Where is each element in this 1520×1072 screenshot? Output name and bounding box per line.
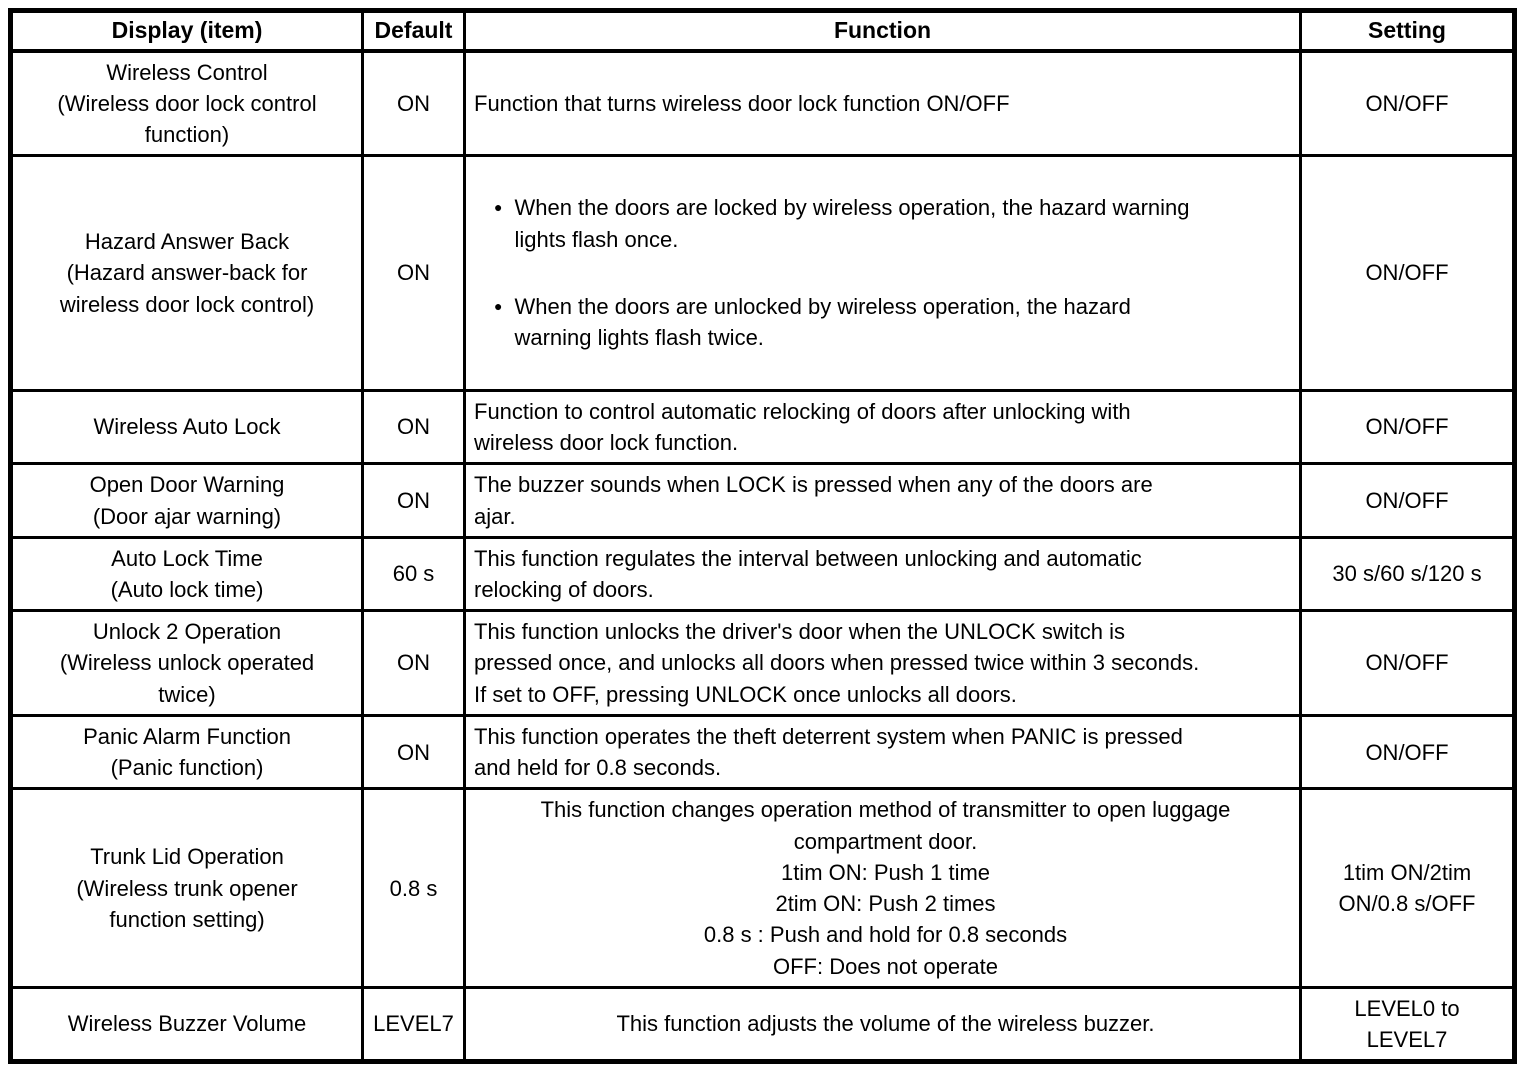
function-description-cell: This function operates the theft deterre… <box>463 713 1302 791</box>
default-value-cell: ON <box>361 48 466 158</box>
table-row-unlock-2-operation: Unlock 2 Operation (Wireless unlock oper… <box>9 609 1516 717</box>
bullet-text: When the doors are unlocked by wireless … <box>514 294 1131 351</box>
table-row-wireless-control: Wireless Control (Wireless door lock con… <box>9 48 1516 158</box>
default-value-cell: ON <box>361 609 466 717</box>
function-description-cell: This function unlocks the driver's door … <box>463 609 1302 717</box>
display-item-cell: Auto Lock Time (Auto lock time) <box>9 535 364 613</box>
display-item-cell: Panic Alarm Function (Panic function) <box>9 713 364 791</box>
setting-options-cell: ON/OFF <box>1299 388 1516 466</box>
function-description-cell: This function regulates the interval bet… <box>463 535 1302 613</box>
setting-options-cell: ON/OFF <box>1299 609 1516 717</box>
column-header-display-item: Display (item) <box>9 9 364 53</box>
table-row-wireless-buzzer-volume: Wireless Buzzer Volume LEVEL7 This funct… <box>9 985 1516 1064</box>
table-row-auto-lock-time: Auto Lock Time (Auto lock time) 60 s Thi… <box>9 535 1516 613</box>
function-description-cell: Function to control automatic relocking … <box>463 388 1302 466</box>
setting-options-cell: ON/OFF <box>1299 48 1516 158</box>
display-item-cell: Wireless Buzzer Volume <box>9 985 364 1064</box>
default-value-cell: 0.8 s <box>361 787 466 989</box>
wireless-settings-table: Display (item) Default Function Setting … <box>8 8 1517 1065</box>
default-value-cell: ON <box>361 388 466 466</box>
display-item-cell: Trunk Lid Operation (Wireless trunk open… <box>9 787 364 989</box>
display-item-cell: Open Door Warning (Door ajar warning) <box>9 462 364 539</box>
default-value-cell: ON <box>361 154 466 392</box>
function-description-cell: Function that turns wireless door lock f… <box>463 48 1302 158</box>
setting-options-cell: ON/OFF <box>1299 154 1516 392</box>
column-header-default: Default <box>361 9 466 53</box>
setting-options-cell: ON/OFF <box>1299 462 1516 539</box>
display-item-cell: Hazard Answer Back (Hazard answer-back f… <box>9 154 364 392</box>
list-item: ● When the doors are unlocked by wireles… <box>474 291 1297 353</box>
bullet-icon: ● <box>494 199 503 216</box>
function-description-cell: This function changes operation method o… <box>463 787 1302 989</box>
bullet-icon: ● <box>494 298 503 315</box>
table-row-panic-alarm-function: Panic Alarm Function (Panic function) ON… <box>9 713 1516 791</box>
display-item-cell: Wireless Control (Wireless door lock con… <box>9 48 364 158</box>
table-row-hazard-answer-back: Hazard Answer Back (Hazard answer-back f… <box>9 154 1516 392</box>
function-description-cell: The buzzer sounds when LOCK is pressed w… <box>463 462 1302 539</box>
default-value-cell: ON <box>361 713 466 791</box>
display-item-cell: Unlock 2 Operation (Wireless unlock oper… <box>9 609 364 717</box>
header-row: Display (item) Default Function Setting <box>9 9 1516 53</box>
bullet-text: When the doors are locked by wireless op… <box>514 195 1190 252</box>
setting-options-cell: ON/OFF <box>1299 713 1516 791</box>
table-row-wireless-auto-lock: Wireless Auto Lock ON Function to contro… <box>9 388 1516 466</box>
setting-options-cell: 1tim ON/2tim ON/0.8 s/OFF <box>1299 787 1516 989</box>
default-value-cell: 60 s <box>361 535 466 613</box>
table-row-open-door-warning: Open Door Warning (Door ajar warning) ON… <box>9 462 1516 539</box>
setting-options-cell: LEVEL0 to LEVEL7 <box>1299 985 1516 1064</box>
display-item-cell: Wireless Auto Lock <box>9 388 364 466</box>
column-header-setting: Setting <box>1299 9 1516 53</box>
list-item: ● When the doors are locked by wireless … <box>474 192 1297 254</box>
table-row-trunk-lid-operation: Trunk Lid Operation (Wireless trunk open… <box>9 787 1516 989</box>
function-description-cell: This function adjusts the volume of the … <box>463 985 1302 1064</box>
default-value-cell: LEVEL7 <box>361 985 466 1064</box>
function-description-cell: ● When the doors are locked by wireless … <box>463 154 1302 392</box>
column-header-function: Function <box>463 9 1302 53</box>
default-value-cell: ON <box>361 462 466 539</box>
setting-options-cell: 30 s/60 s/120 s <box>1299 535 1516 613</box>
